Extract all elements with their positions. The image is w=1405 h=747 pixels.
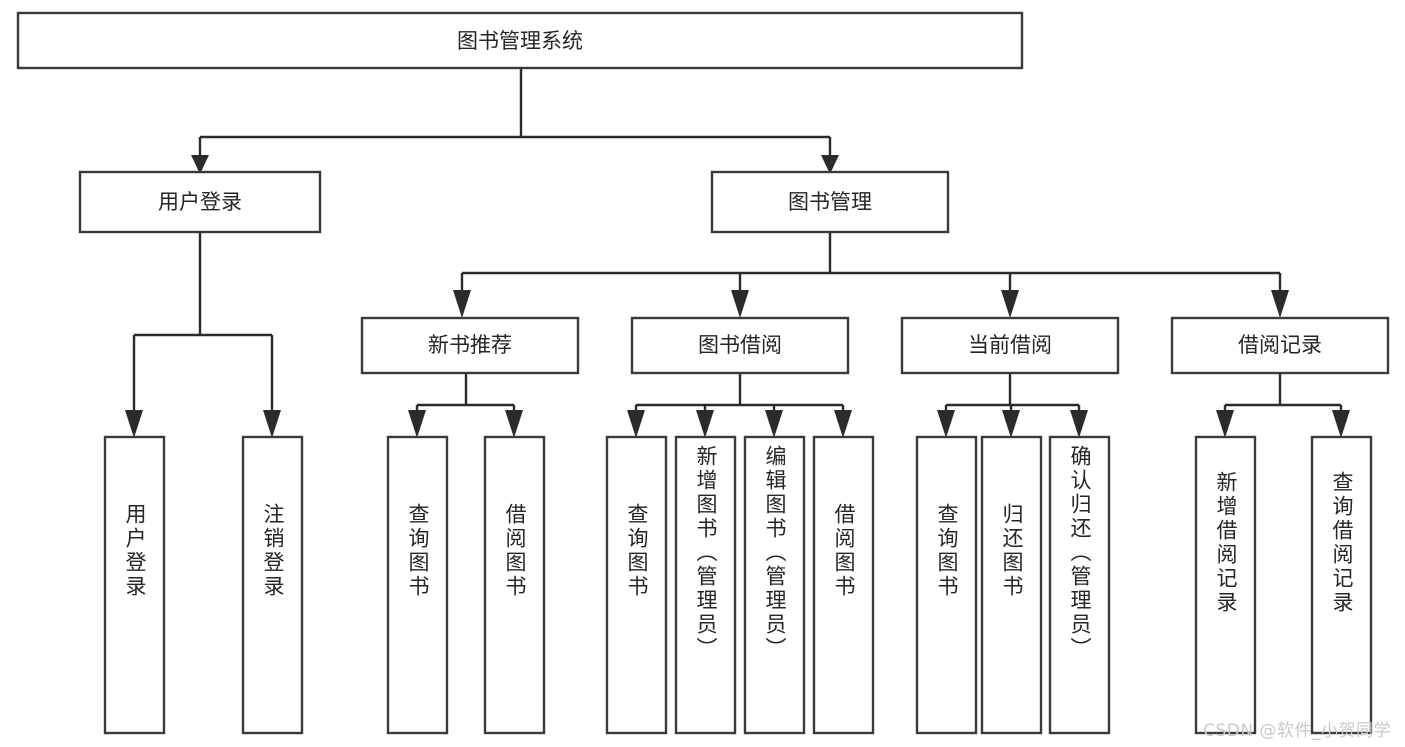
leaf-node-boxes — [103, 435, 1373, 735]
node-book-management[interactable]: 图书管理 — [710, 170, 950, 234]
node-current-borrow-box — [900, 316, 1120, 375]
arrow-head-icon — [821, 155, 839, 174]
leaf-box-query-borrow-record[interactable] — [1310, 435, 1373, 735]
csdn-watermark: CSDN @软件_小贺同学 — [1203, 721, 1391, 741]
node-user-login-label: 用户登录 — [158, 190, 242, 214]
arrow-head-icon — [627, 410, 645, 438]
node-root-system-box — [16, 11, 1024, 70]
arrow-head-icon — [696, 410, 714, 438]
leaf-box-query-book-2[interactable] — [605, 435, 668, 735]
node-book-borrow[interactable]: 图书借阅 — [630, 316, 850, 375]
arrow-head-icon — [1002, 410, 1020, 438]
node-book-management-label: 图书管理 — [788, 190, 872, 214]
arrow-head-icon — [1070, 410, 1088, 438]
node-user-login-box — [78, 170, 322, 234]
leaf-box-return-book[interactable] — [980, 435, 1043, 735]
node-current-borrow-label: 当前借阅 — [968, 333, 1052, 357]
arrow-head-icon — [834, 410, 852, 438]
node-current-borrow[interactable]: 当前借阅 — [900, 316, 1120, 375]
node-new-book-recommend[interactable]: 新书推荐 — [360, 316, 580, 375]
arrow-head-icon — [1216, 410, 1234, 438]
leaf-box-borrow-book-1[interactable] — [483, 435, 546, 735]
arrow-head-icon — [731, 290, 749, 318]
node-book-borrow-box — [630, 316, 850, 375]
arrow-head-icon — [263, 410, 281, 438]
node-root-system-label: 图书管理系统 — [457, 29, 583, 53]
leaf-box-edit-book-admin[interactable] — [743, 435, 806, 735]
leaf-box-query-book-3[interactable] — [915, 435, 978, 735]
arrow-head-icon — [453, 290, 471, 318]
leaf-box-user-login[interactable] — [103, 435, 166, 735]
node-borrow-record-label: 借阅记录 — [1238, 333, 1322, 357]
leaf-box-add-book-admin[interactable] — [674, 435, 737, 735]
leaf-box-query-book-1[interactable] — [386, 435, 449, 735]
node-new-book-recommend-label: 新书推荐 — [428, 333, 512, 357]
leaf-box-confirm-return[interactable] — [1048, 435, 1111, 735]
node-borrow-record[interactable]: 借阅记录 — [1170, 316, 1390, 375]
arrow-head-icon — [191, 155, 209, 174]
node-borrow-record-box — [1170, 316, 1390, 375]
leaf-box-borrow-book-2[interactable] — [812, 435, 875, 735]
arrow-head-icon — [408, 410, 426, 438]
node-new-book-recommend-box — [360, 316, 580, 375]
arrow-head-icon — [1271, 290, 1289, 318]
node-user-login[interactable]: 用户登录 — [78, 170, 322, 234]
arrow-head-icon — [765, 410, 783, 438]
arrow-head-icon — [937, 410, 955, 438]
node-root-system[interactable]: 图书管理系统 — [16, 11, 1024, 70]
leaf-box-logout-login[interactable] — [241, 435, 304, 735]
arrow-head-icon — [1001, 290, 1019, 318]
node-book-borrow-label: 图书借阅 — [698, 333, 782, 357]
node-book-management-box — [710, 170, 950, 234]
arrow-heads — [125, 155, 1350, 438]
arrow-head-icon — [1332, 410, 1350, 438]
arrow-head-icon — [505, 410, 523, 438]
leaf-box-add-borrow-record[interactable] — [1194, 435, 1257, 735]
arrow-head-icon — [125, 410, 143, 438]
